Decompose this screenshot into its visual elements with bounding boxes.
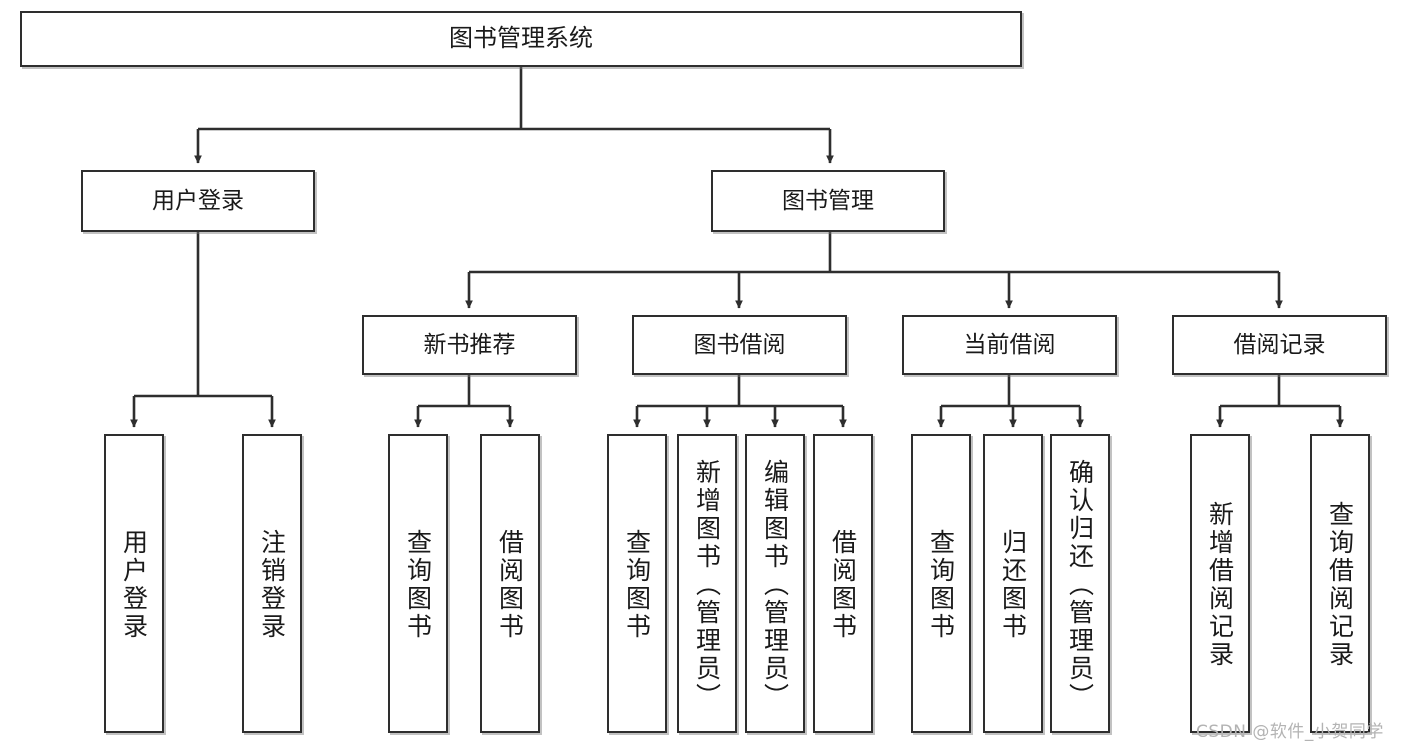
node-leaf-add-borrow-record[interactable]: 新增借阅记录 (1190, 434, 1250, 733)
node-leaf-user-login[interactable]: 用户登录 (104, 434, 164, 733)
node-leaf-query-book-2[interactable]: 查询图书 (607, 434, 667, 733)
node-label: 新增图书（管理员） (692, 458, 722, 711)
node-label: 确认归还（管理员） (1065, 458, 1095, 711)
node-label: 借阅图书 (828, 528, 858, 641)
node-label: 图书管理 (782, 187, 874, 214)
node-label: 借阅记录 (1233, 331, 1326, 358)
node-label: 用户登录 (119, 528, 149, 641)
node-label: 查询图书 (403, 528, 433, 641)
node-leaf-borrow-book-1[interactable]: 借阅图书 (480, 434, 540, 733)
node-leaf-borrow-book-2[interactable]: 借阅图书 (813, 434, 873, 733)
node-leaf-query-book-3[interactable]: 查询图书 (911, 434, 971, 733)
node-leaf-add-book[interactable]: 新增图书（管理员） (677, 434, 737, 733)
node-current-borrow[interactable]: 当前借阅 (902, 315, 1117, 375)
node-label: 用户登录 (152, 187, 244, 214)
node-leaf-edit-book[interactable]: 编辑图书（管理员） (745, 434, 805, 733)
node-label: 新书推荐 (423, 331, 516, 358)
csdn-watermark: CSDN @软件_小贺同学 (1196, 722, 1384, 742)
node-label: 图书管理系统 (449, 24, 593, 53)
node-label: 查询图书 (926, 528, 956, 641)
node-leaf-return-book[interactable]: 归还图书 (983, 434, 1043, 733)
node-label: 归还图书 (998, 528, 1028, 641)
node-new-book-recommend[interactable]: 新书推荐 (362, 315, 577, 375)
node-borrow-record[interactable]: 借阅记录 (1172, 315, 1387, 375)
node-root-system[interactable]: 图书管理系统 (20, 11, 1022, 67)
node-label: 借阅图书 (495, 528, 525, 641)
node-label: 编辑图书（管理员） (760, 458, 790, 711)
node-label: 图书借阅 (693, 331, 786, 358)
node-label: 注销登录 (257, 528, 287, 641)
node-label: 查询借阅记录 (1325, 500, 1355, 669)
node-leaf-query-borrow-record[interactable]: 查询借阅记录 (1310, 434, 1370, 733)
node-book-borrow[interactable]: 图书借阅 (632, 315, 847, 375)
node-book-manage[interactable]: 图书管理 (711, 170, 945, 232)
node-label: 查询图书 (622, 528, 652, 641)
node-label: 当前借阅 (963, 331, 1056, 358)
node-user-login[interactable]: 用户登录 (81, 170, 315, 232)
node-leaf-confirm-return[interactable]: 确认归还（管理员） (1050, 434, 1110, 733)
node-leaf-logout[interactable]: 注销登录 (242, 434, 302, 733)
node-leaf-query-book-1[interactable]: 查询图书 (388, 434, 448, 733)
node-label: 新增借阅记录 (1205, 500, 1235, 669)
